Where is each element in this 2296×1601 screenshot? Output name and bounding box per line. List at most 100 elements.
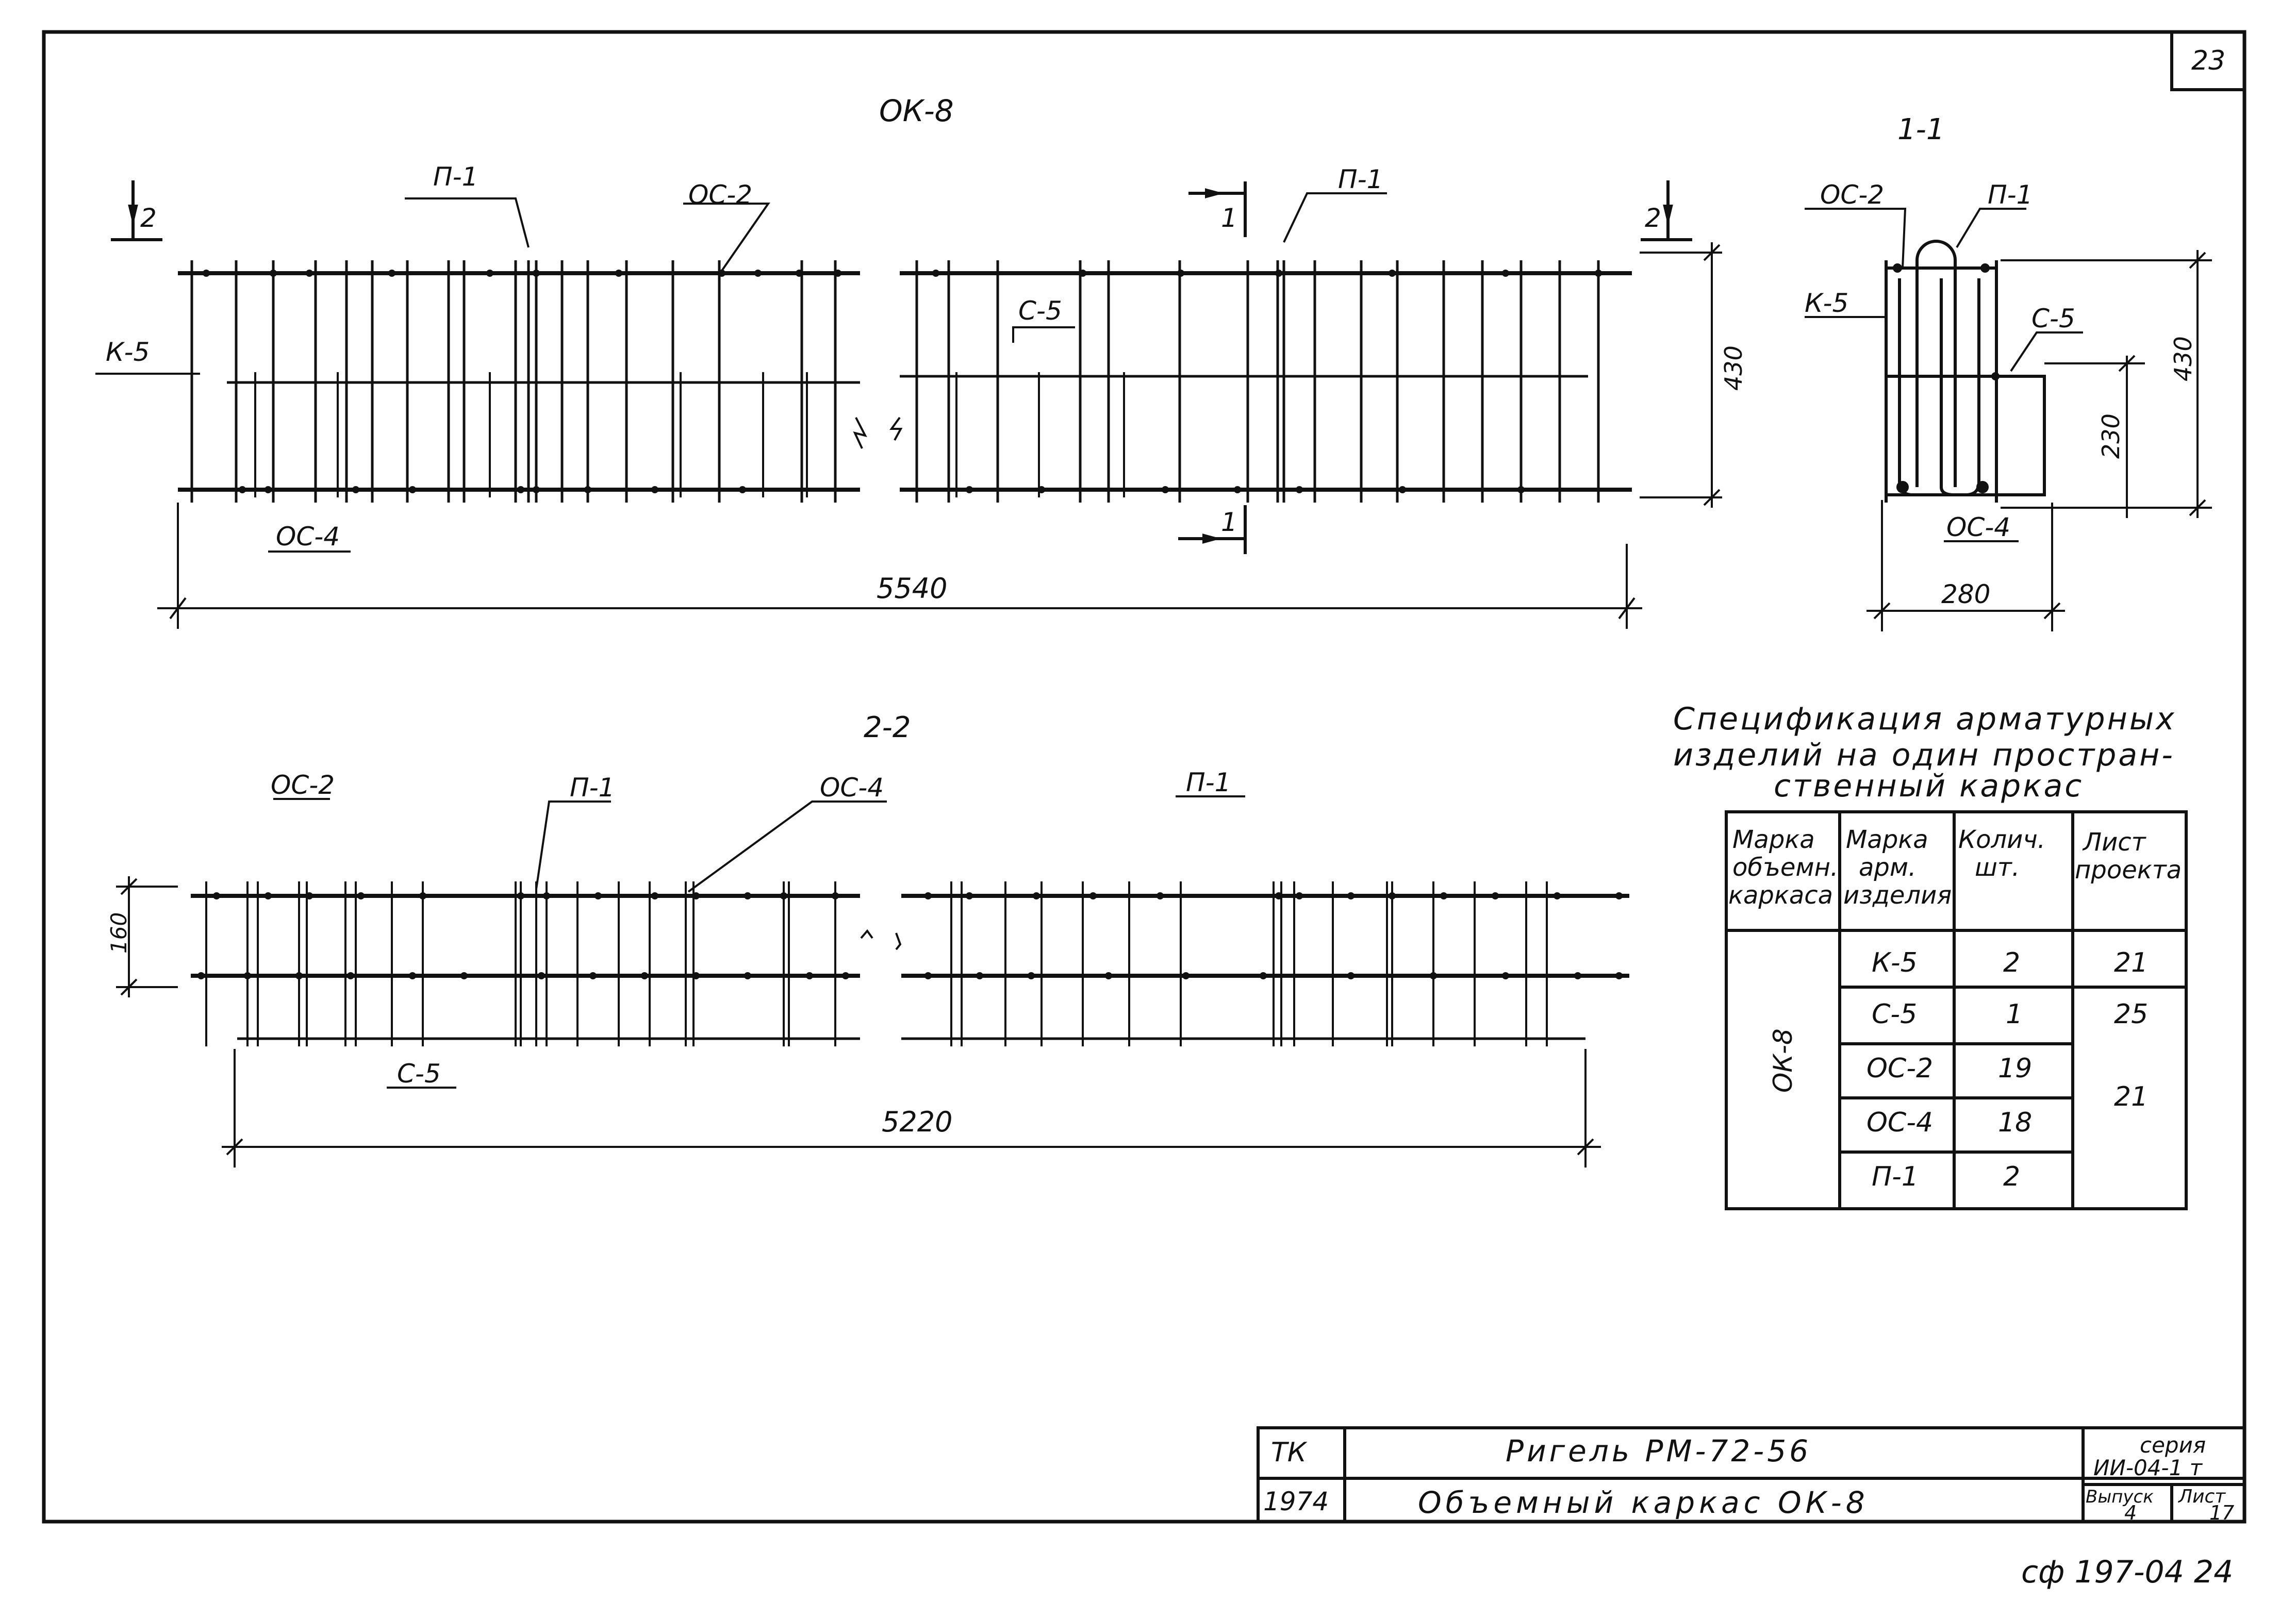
break-mark [889,416,903,441]
sheet-frame [42,30,2247,1524]
label-oc4-elev: ОС-4 [276,522,340,552]
spec-table-grid [1725,810,2188,1210]
series-value: ИИ-04-1 т [2093,1455,2203,1480]
dim-inner-sec11: 230 [2097,413,2125,459]
section-2-label-left: 2 [140,203,157,233]
weld-point [641,972,648,979]
spec-title-line-2: изделий на один простран- [1673,737,2175,773]
section-cut-2-left [111,180,162,241]
weld-point [966,892,973,899]
weld-point [932,270,939,277]
weld-point [1162,486,1169,493]
issue-value: 4 [2124,1502,2137,1524]
weld-point [352,486,359,493]
spec-row-qty: 18 [1998,1107,2032,1138]
weld-point [1275,892,1282,899]
dim-width-sec11: 280 [1941,579,1990,609]
section-1-1-leaders [1805,208,2083,542]
section-1-label-top: 1 [1221,203,1237,233]
weld-point [1089,892,1097,899]
weld-point [1033,892,1040,899]
spec-row-sheet: 21 [2114,1081,2148,1112]
label-c5-elev: С-5 [1018,296,1062,326]
weld-point [306,270,313,277]
weld-point [533,270,540,277]
weld-point [1182,972,1190,979]
issue-label: Выпуск [2086,1487,2154,1507]
weld-point [744,892,751,899]
weld-point [419,892,426,899]
archive-stamp: сф 197-04 24 [2021,1554,2233,1590]
weld-point [295,972,303,979]
elevation-ok8: ОК-8 2 2 [95,93,1747,629]
section-2-2-stirrups [205,881,1548,1046]
weld-point [409,486,416,493]
weld-point [1260,972,1267,979]
label-k5-elev: К-5 [106,337,150,367]
spec-title-line-1: Спецификация арматурных [1673,701,2176,737]
title-line-2: Объемный каркас ОК-8 [1418,1485,1869,1520]
spec-row: ОС-2 19 21 [1866,1053,2148,1112]
spec-row: П-1 2 [1872,1161,2020,1192]
weld-point [1275,270,1282,277]
weld-point [1615,972,1623,979]
weld-point [239,486,246,493]
weld-point [203,270,210,277]
section-2-2-dimensions [116,876,1601,1168]
section-2-2-title: 2-2 [864,711,911,744]
weld-point [1296,486,1303,493]
weld-point [718,270,725,277]
spec-row-qty: 2 [2003,1161,2020,1192]
weld-point [460,972,468,979]
break-mark [860,929,902,950]
weld-point [834,270,841,277]
elevation-title: ОК-8 [879,93,954,128]
spec-row-mark: С-5 [1872,999,1917,1030]
spec-header-qty: Колич.шт. [1958,825,2045,882]
sheet-number: 23 [2191,45,2225,76]
spec-rows: К-5 2 21 С-5 1 25 ОС-2 19 21 ОС-4 18 П-1… [1866,947,2148,1192]
section-1-1: 1-1 ОС-2 П-1 К-5 С-5 ОС- [1805,113,2212,631]
section-1-1-cage [1885,240,2046,503]
title-year: 1974 [1263,1487,1329,1516]
weld-point [409,972,416,979]
weld-point [1517,486,1525,493]
weld-point [1389,270,1396,277]
weld-point [1615,892,1623,899]
spec-row-mark: ОС-2 [1866,1053,1933,1084]
section-2-2: 2-2 ОС-2 П-1 ОС-4 П-1 С-5 [106,711,1629,1168]
label-p1-sec11: П-1 [1988,180,2033,210]
spec-row-qty: 2 [2003,947,2020,978]
weld-point [754,270,762,277]
weld-point [538,972,545,979]
weld-point [1399,486,1406,493]
weld-point [388,270,395,277]
weld-point [517,892,524,899]
weld-point [543,892,550,899]
weld-point [924,972,932,979]
elevation-stirrups [190,260,1600,503]
weld-point [651,486,658,493]
weld-point [806,972,813,979]
section-cut-1-top [1188,181,1247,237]
weld-point [486,270,493,277]
weld-point [796,270,803,277]
elevation-short-verticals [254,372,1125,497]
label-oc4-sec22: ОС-4 [820,773,884,803]
weld-point [1389,892,1396,899]
weld-point [1038,486,1045,493]
section-2-2-leaders [273,795,1245,1089]
sheet-label: Лист [2177,1486,2226,1507]
weld-point [594,892,602,899]
weld-point [270,270,277,277]
label-k5-sec11: К-5 [1805,288,1848,318]
section-2-2-weld-points [197,892,1623,979]
weld-point [1177,270,1184,277]
weld-point [533,486,540,493]
section-2-label-right: 2 [1645,203,1661,233]
weld-point [1430,972,1437,979]
weld-point [744,972,751,979]
